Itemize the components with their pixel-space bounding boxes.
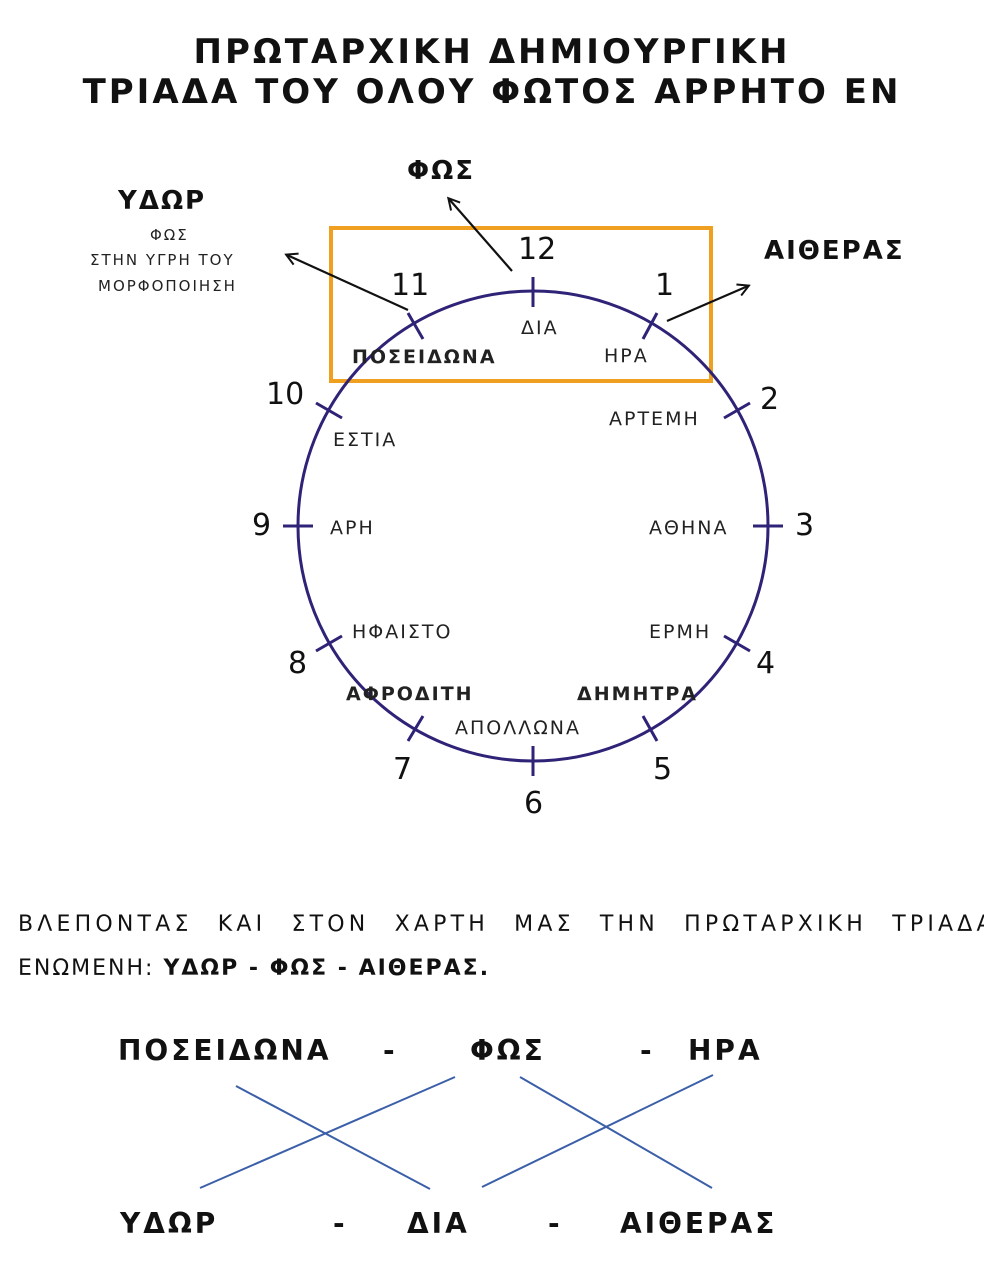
relation-top-3: ΗΡΑ xyxy=(688,1034,763,1067)
god-estia: ΕΣΤΙΑ xyxy=(333,429,398,451)
hour-7: 7 xyxy=(393,752,413,787)
tick-2 xyxy=(723,401,751,420)
clock-ticks xyxy=(283,277,783,776)
hour-6: 6 xyxy=(524,786,544,821)
tick-11 xyxy=(406,312,425,340)
paragraph-line2: ΕΝΩΜΕΝΗ: ΥΔΩΡ - ΦΩΣ - ΑΙΘΕΡΑΣ. xyxy=(18,956,490,981)
line-fos-ydor xyxy=(199,1076,456,1189)
tick-7 xyxy=(406,715,425,742)
arrow-to-aitheras xyxy=(666,286,748,323)
line-poseidonas-dia xyxy=(235,1085,431,1190)
hour-1: 1 xyxy=(655,268,675,303)
tick-10 xyxy=(315,401,343,420)
paragraph-text: ΒΛΕΠΟΝΤΑΣ ΚΑΙ ΣΤΟΝ ΧΑΡΤΗ ΜΑΣ ΤΗΝ ΠΡΩΤΑΡΧ… xyxy=(18,912,984,937)
relation-bottom-2: ΔΙΑ xyxy=(407,1207,470,1240)
relation-bottom-dash-2: - xyxy=(548,1207,563,1240)
hour-8: 8 xyxy=(288,646,308,681)
page-title-line2: ΤΡΙΑΔΑ ΤΟΥ ΟΛΟΥ ΦΩΤΟΣ ΑΡΡΗΤΟ ΕΝ xyxy=(82,72,902,112)
arrow-to-ydor xyxy=(287,255,409,312)
relation-lines xyxy=(199,1074,714,1190)
god-artemi: ΑΡΤΕΜΗ xyxy=(609,408,700,430)
relation-top-1: ΠΟΣΕΙΔΩΝΑ xyxy=(118,1034,332,1067)
label-aitheras: ΑΙΘΕΡΑΣ xyxy=(764,236,905,266)
hour-2: 2 xyxy=(760,382,780,417)
label-ydor-sub2: ΣΤΗΝ ΥΓΡΗ ΤΟΥ xyxy=(90,251,235,269)
god-ari: ΑΡΗ xyxy=(330,517,375,539)
hour-5: 5 xyxy=(653,752,673,787)
hour-4: 4 xyxy=(756,646,776,681)
label-ydor-sub1: ΦΩΣ xyxy=(150,226,189,244)
god-apollona: ΑΠΟΛΛΩΝΑ xyxy=(455,717,581,739)
hour-11: 11 xyxy=(391,268,430,303)
hour-10: 10 xyxy=(266,377,305,412)
god-poseidonas: ΠΟΣΕΙΔΩΝΑ xyxy=(352,346,497,368)
god-ifaisto: ΗΦΑΙΣΤΟ xyxy=(352,621,453,643)
god-dimitra: ΔΗΜΗΤΡΑ xyxy=(577,683,699,705)
line-fos-aitheras xyxy=(519,1076,713,1189)
hour-9: 9 xyxy=(252,508,272,543)
paragraph-triad: ΥΔΩΡ - ΦΩΣ - ΑΙΘΕΡΑΣ. xyxy=(163,956,491,981)
god-hera: ΗΡΑ xyxy=(604,345,649,367)
god-athina: ΑΘΗΝΑ xyxy=(649,517,729,539)
tick-1 xyxy=(641,312,659,340)
relation-top-2: ΦΩΣ xyxy=(470,1034,546,1067)
arrow-to-fos xyxy=(449,199,513,272)
line-hera-dia xyxy=(481,1074,714,1188)
god-ermi: ΕΡΜΗ xyxy=(649,621,712,643)
god-dia: ΔΙΑ xyxy=(521,317,559,339)
label-ydor: ΥΔΩΡ xyxy=(118,186,207,216)
relation-bottom-dash-1: - xyxy=(333,1207,348,1240)
paragraph-line1: ΒΛΕΠΟΝΤΑΣ ΚΑΙ ΣΤΟΝ ΧΑΡΤΗ ΜΑΣ ΤΗΝ ΠΡΩΤΑΡΧ… xyxy=(18,912,984,937)
label-ydor-sub3: ΜΟΡΦΟΠΟΙΗΣΗ xyxy=(98,277,237,295)
relation-top-dash-2: - xyxy=(640,1034,655,1067)
paragraph-prefix: ΕΝΩΜΕΝΗ: xyxy=(18,956,155,981)
god-afroditi: ΑΦΡΟΔΙΤΗ xyxy=(346,683,474,705)
tick-8 xyxy=(315,634,343,653)
label-fos: ΦΩΣ xyxy=(407,156,475,186)
page-title-line1: ΠΡΩΤΑΡΧΙΚΗ ΔΗΜΙΟΥΡΓΙΚΗ xyxy=(193,32,791,72)
highlight-box xyxy=(329,226,713,383)
hour-3: 3 xyxy=(795,508,815,543)
relation-top-dash-1: - xyxy=(383,1034,398,1067)
tick-4 xyxy=(723,634,751,653)
hour-12: 12 xyxy=(518,232,557,267)
tick-5 xyxy=(641,715,659,742)
relation-bottom-3: ΑΙΘΕΡΑΣ xyxy=(620,1207,778,1240)
relation-bottom-1: ΥΔΩΡ xyxy=(120,1207,219,1240)
